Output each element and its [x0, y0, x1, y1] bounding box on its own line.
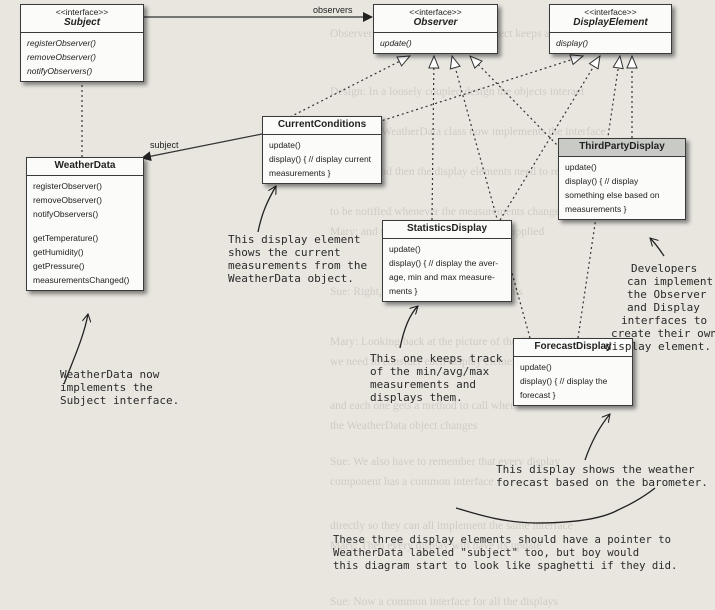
forecast-class-name: ForecastDisplay	[534, 341, 612, 352]
third-party-display-class-box[interactable]: ThirdPartyDisplay update() display() { /…	[558, 138, 686, 220]
display-element-class-name: DisplayElement	[573, 17, 648, 28]
note-arrow-current-conditions	[257, 186, 277, 233]
display-element-interface-box[interactable]: <<interface>> DisplayElement display()	[549, 4, 672, 54]
current-conditions-method: update()	[269, 140, 301, 150]
subject-label: subject	[150, 140, 179, 150]
forecast-method: update()	[520, 362, 552, 372]
third-party-class-name: ThirdPartyDisplay	[579, 141, 665, 152]
weather-data-class-box[interactable]: WeatherData registerObserver() removeObs…	[26, 157, 144, 291]
observer-interface-box[interactable]: <<interface>> Observer update()	[373, 4, 498, 54]
forecast-method: forecast }	[520, 390, 556, 400]
note-arrow-weatherdata	[63, 314, 88, 385]
note-forecast: This display shows the weather forecast …	[496, 463, 708, 489]
statistics-class-name: StatisticsDisplay	[406, 223, 488, 234]
weather-data-method: getPressure()	[33, 261, 85, 271]
thirdparty-implements-observer	[470, 56, 561, 149]
weather-data-method: getTemperature()	[33, 233, 99, 243]
subject-interface-box[interactable]: <<interface>> Subject registerObserver()…	[20, 4, 144, 82]
display-element-stereotype: <<interface>>	[584, 7, 637, 17]
weather-data-method: measurementsChanged()	[33, 275, 130, 285]
statistics-implements-display	[499, 56, 600, 221]
statistics-method: age, min and max measure-	[389, 272, 495, 282]
third-party-method: display() { // display	[565, 176, 639, 186]
note-arrow-developers	[650, 238, 665, 257]
statistics-method: update()	[389, 244, 421, 254]
observers-label: observers	[313, 5, 353, 15]
currentconditions-implements-display	[377, 56, 583, 123]
forecast-display-class-box[interactable]: ForecastDisplay update() display() { // …	[513, 338, 633, 406]
display-element-method: display()	[556, 38, 589, 48]
subject-class-name: Subject	[63, 17, 101, 28]
note-developers: Developers can implement the Observer an…	[605, 262, 715, 353]
current-conditions-method: display() { // display current	[269, 154, 372, 164]
note-arrow-statistics	[399, 306, 418, 349]
current-conditions-class-name: CurrentConditions	[277, 119, 367, 130]
note-current-conditions: This display element shows the current m…	[228, 233, 368, 285]
subject-association-line	[141, 133, 263, 162]
subject-stereotype: <<interface>>	[55, 7, 109, 17]
forecast-implements-observer	[452, 56, 531, 339]
subject-method: notifyObservers()	[27, 66, 93, 76]
note-weatherdata: WeatherData now implements the Subject i…	[60, 368, 180, 407]
note-arrow-forecast	[584, 414, 610, 461]
third-party-method: measurements }	[565, 204, 627, 214]
forecast-method: display() { // display the	[520, 376, 608, 386]
observer-method: update()	[380, 38, 412, 48]
statistics-display-class-box[interactable]: StatisticsDisplay update() display() { /…	[382, 220, 512, 302]
note-spaghetti: These three display elements should have…	[333, 534, 678, 572]
weather-data-class-name: WeatherData	[54, 160, 116, 171]
current-conditions-class-box[interactable]: CurrentConditions update() display() { /…	[262, 116, 382, 184]
subject-method: registerObserver()	[27, 38, 96, 48]
current-conditions-method: measurements }	[269, 168, 331, 178]
bracket-three-displays	[455, 487, 656, 524]
weather-data-method: registerObserver()	[33, 181, 102, 191]
subject-method: removeObserver()	[27, 52, 96, 62]
statistics-method: display() { // display the aver-	[389, 258, 499, 268]
statistics-implements-observer	[432, 56, 434, 221]
weather-data-method: removeObserver()	[33, 195, 102, 205]
observer-class-name: Observer	[413, 17, 458, 28]
statistics-method: ments }	[389, 286, 418, 296]
third-party-method: something else based on	[565, 190, 660, 200]
weather-data-method: getHumidity()	[33, 247, 84, 257]
weather-data-method: notifyObservers()	[33, 209, 99, 219]
observer-stereotype: <<interface>>	[409, 7, 462, 17]
note-statistics: This one keeps track of the min/avg/max …	[370, 352, 503, 404]
third-party-method: update()	[565, 162, 597, 172]
currentconditions-implements-observer	[289, 56, 410, 118]
